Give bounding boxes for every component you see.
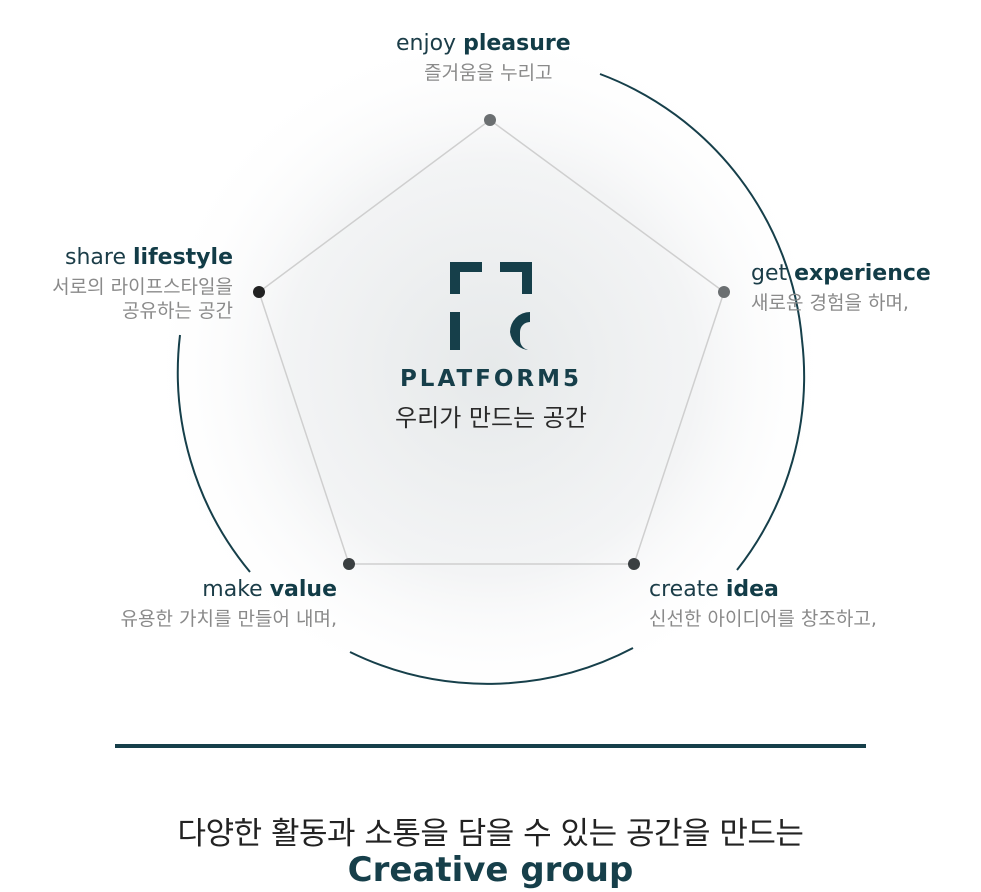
- footer-headline: 다양한 활동과 소통을 담을 수 있는 공간을 만드는: [177, 816, 804, 852]
- background-glow: [145, 23, 835, 713]
- node-ko-label: 공유하는 공간: [122, 300, 233, 323]
- node-idea: create idea 신선한 아이디어를 창조하고,: [649, 576, 877, 631]
- node-experience: get experience 새로운 경험을 하며,: [751, 260, 931, 315]
- vertex-dot-lifestyle: [253, 286, 265, 298]
- node-en-label: make value: [202, 577, 337, 602]
- node-en-label: create idea: [649, 577, 779, 602]
- node-ko-label: 서로의 라이프스타일을: [52, 275, 233, 298]
- node-ko-label: 신선한 아이디어를 창조하고,: [649, 607, 877, 630]
- ring-arc: [736, 339, 806, 571]
- vertex-dot-value: [343, 558, 355, 570]
- pentagon-outline: [258, 119, 725, 565]
- brand-logo: PLATFORM5 우리가 만드는 공간: [380, 262, 602, 433]
- brand-name: PLATFORM5: [399, 366, 583, 392]
- vertex-dot-idea: [628, 558, 640, 570]
- footer-subheadline: Creative group: [347, 850, 634, 890]
- platform5-logo-icon: [450, 262, 532, 351]
- node-ko-label: 새로운 경험을 하며,: [751, 291, 909, 314]
- node-en-label: enjoy pleasure: [396, 31, 571, 56]
- node-lifestyle: share lifestyle 서로의 라이프스타일을 공유하는 공간: [52, 244, 233, 324]
- pentagon-diagram: [145, 23, 835, 713]
- node-ko-label: 유용한 가치를 만들어 내며,: [120, 607, 337, 630]
- node-value: make value 유용한 가치를 만들어 내며,: [121, 576, 337, 631]
- divider: [115, 744, 866, 748]
- ring-arc: [599, 73, 803, 341]
- brand-tagline: 우리가 만드는 공간: [395, 404, 587, 432]
- ring-arc: [349, 647, 634, 685]
- node-pleasure: enjoy pleasure 즐거움을 누리고: [396, 30, 571, 85]
- node-en-label: share lifestyle: [65, 245, 233, 270]
- vertex-dot-experience: [718, 286, 730, 298]
- vertex-dot-pleasure: [484, 114, 496, 126]
- node-ko-label: 즐거움을 누리고: [424, 61, 553, 84]
- node-en-label: get experience: [751, 261, 931, 286]
- ring-arc: [176, 334, 251, 573]
